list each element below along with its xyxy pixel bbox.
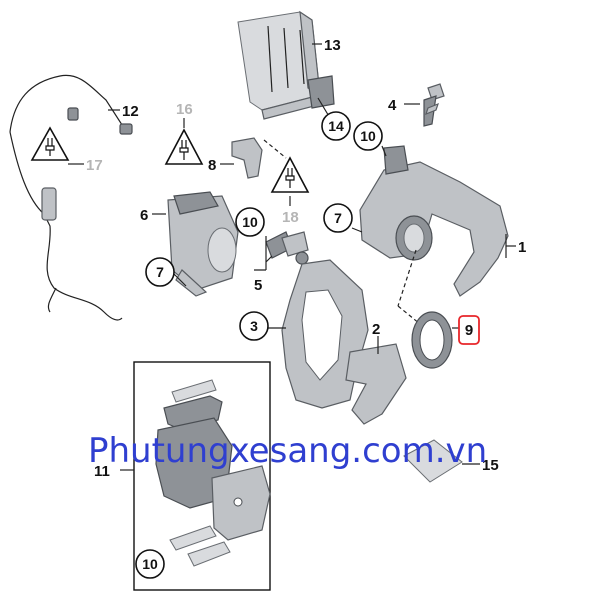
callout-circle-3	[239, 311, 269, 341]
guide-bracket-part-2	[345, 343, 407, 425]
carrier-bracket-part-3	[281, 259, 369, 409]
label-4: 4	[388, 97, 397, 114]
label-16: 16	[176, 101, 193, 118]
caliper-housing-part-1	[359, 145, 509, 297]
label-7-left: 7	[156, 264, 164, 280]
watermark-text: Phutungxesang.com.vn	[88, 431, 487, 471]
bracket-part-8	[231, 137, 263, 179]
callout-circle-10-mid	[235, 207, 265, 237]
label-13: 13	[324, 37, 341, 54]
warning-triangle-17	[30, 126, 70, 161]
label-10-bottom: 10	[142, 556, 158, 572]
label-15: 15	[482, 457, 499, 474]
label-6: 6	[140, 207, 148, 224]
warning-triangle-16	[164, 128, 204, 165]
warning-triangle-18	[270, 156, 310, 193]
label-7-right: 7	[334, 210, 342, 226]
callout-circle-14	[321, 111, 351, 141]
callout-circle-7-right	[323, 203, 353, 233]
bleed-screw-part-4	[423, 83, 445, 127]
label-8: 8	[208, 157, 216, 174]
pad-kit-box	[133, 361, 271, 591]
label-1: 1	[518, 239, 526, 256]
control-module-part-13	[237, 10, 335, 120]
label-2: 2	[372, 321, 380, 338]
callout-circle-7-left	[145, 257, 175, 287]
label-18: 18	[282, 209, 299, 226]
callout-circle-10-top	[353, 121, 383, 151]
label-14: 14	[328, 118, 344, 134]
brake-pads-part-11	[155, 379, 271, 567]
label-5: 5	[254, 277, 262, 294]
label-12: 12	[122, 103, 139, 120]
actuator-motor-part-6	[167, 191, 239, 297]
label-11: 11	[94, 463, 110, 480]
label-9: 9	[465, 322, 473, 339]
label-10-mid: 10	[242, 214, 258, 230]
label-3: 3	[250, 318, 258, 334]
wear-sensor-cable-part-12	[9, 74, 133, 321]
highlight-box-9	[458, 315, 480, 345]
label-10-top: 10	[360, 128, 376, 144]
piston-seal-part-9	[411, 311, 453, 369]
spindle-part-5	[265, 231, 309, 265]
grease-sachet-part-15	[403, 439, 463, 483]
callout-circle-10-bottom	[135, 549, 165, 579]
label-17: 17	[86, 157, 103, 174]
